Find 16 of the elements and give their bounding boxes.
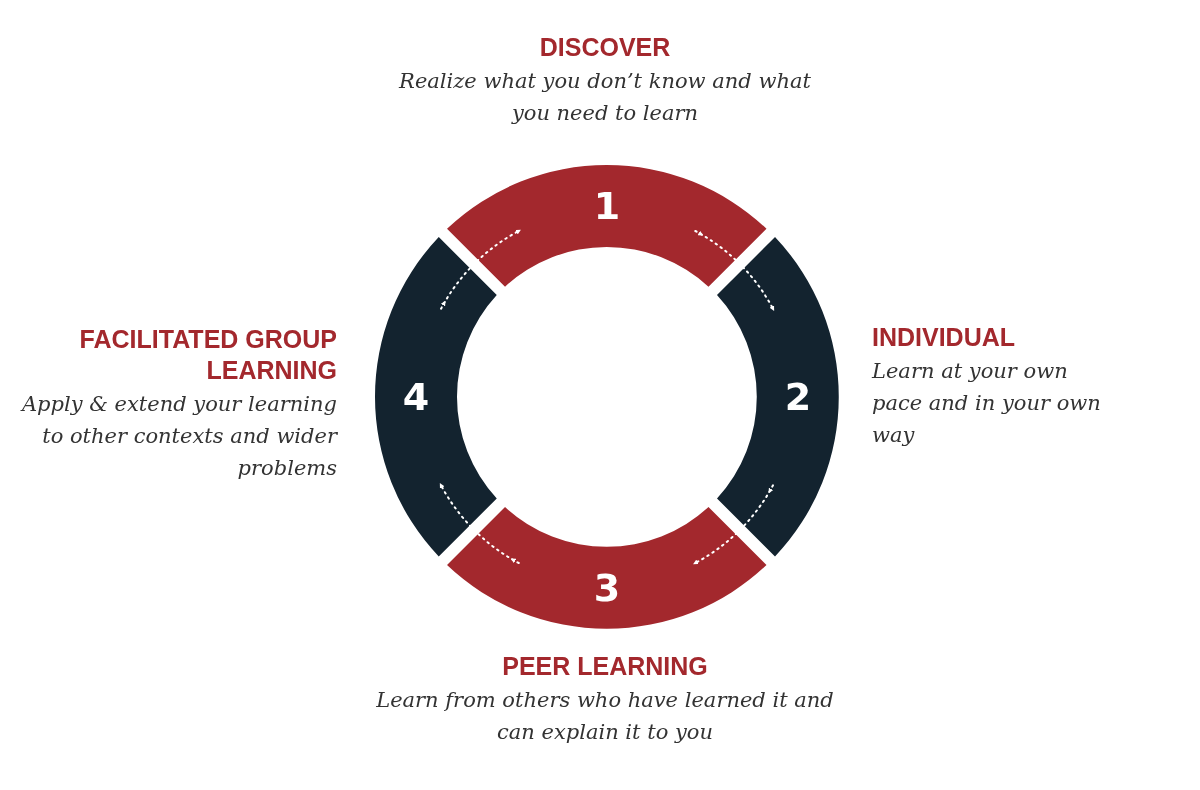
dotted-arrow [694,230,775,311]
step-heading: PEER LEARNING [501,651,709,682]
step-heading: FACILITATED GROUP LEARNING [78,324,337,386]
step-number: 1 [593,187,621,225]
step-heading: DISCOVER [538,32,672,63]
dotted-arrow [440,229,521,310]
dotted-arrow [693,484,774,565]
step-description: Learn from others who have learned it and can explain it to you [375,687,835,746]
step-heading: INDIVIDUAL [872,322,1017,353]
step-description: Learn at your own pace and in your own way [872,358,1102,449]
step-description: Realize what you don’t know and what you need to learn [397,68,812,127]
step-number: 2 [784,378,812,416]
step-description: Apply & extend your learning to other contexts and wider problems [19,391,337,482]
step-number: 4 [402,378,430,416]
step-number: 3 [593,569,621,607]
dotted-arrow [439,483,520,564]
